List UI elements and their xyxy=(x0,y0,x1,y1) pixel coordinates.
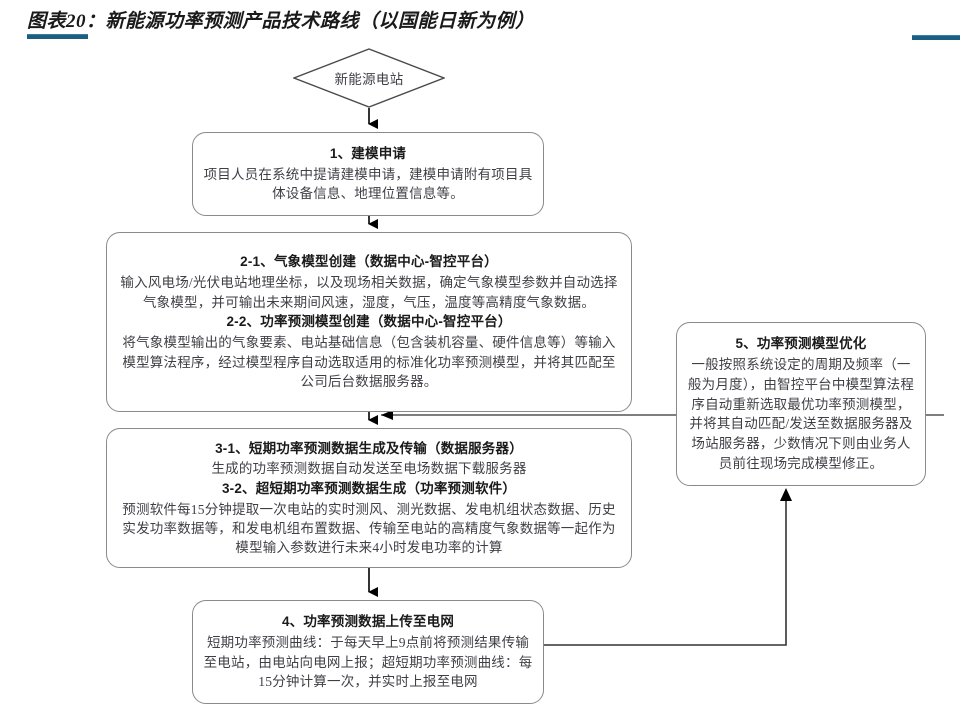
flow-node-5[interactable]: 5、功率预测模型优化 一般按照系统设定的周期及频率（一般为月度），由智控平台中模… xyxy=(676,322,926,486)
flow-node-start[interactable]: 新能源电站 xyxy=(293,48,445,108)
flow-node-1[interactable]: 1、建模申请 项目人员在系统中提请建模申请，建模申请附有项目具体设备信息、地理位… xyxy=(192,132,544,216)
flow-node-2-body-1: 输入风电场/光伏电站地理坐标，以及现场相关数据，确定气象模型参数并自动选择气象模… xyxy=(120,275,618,310)
flow-node-5-heading: 5、功率预测模型优化 xyxy=(735,336,867,351)
flow-node-3-heading-1: 3-1、短期功率预测数据生成及传输（数据服务器） xyxy=(215,440,523,456)
flow-node-5-body: 一般按照系统设定的周期及频率（一般为月度），由智控平台中模型算法程序自动重新选取… xyxy=(687,356,915,472)
chart-header: 图表20：新能源功率预测产品技术路线（以国能日新为例） xyxy=(0,0,960,44)
diamond-shape xyxy=(293,48,445,108)
flow-node-3-body-2: 预测软件每15分钟提取一次电站的实时测风、测光数据、发电机组状态数据、历史实发功… xyxy=(122,501,616,556)
flow-node-2-heading-2: 2-2、功率预测模型创建（数据中心-智控平台） xyxy=(226,314,512,330)
accent-rule-left xyxy=(27,34,88,39)
flow-node-4[interactable]: 4、功率预测数据上传至电网 短期功率预测曲线：于每天早上9点前将预测结果传输至电… xyxy=(192,600,544,704)
flow-node-2[interactable]: 2-1、气象模型创建（数据中心-智控平台） 输入风电场/光伏电站地理坐标，以及现… xyxy=(106,232,632,412)
flow-node-2-body-2: 将气象模型输出的气象要素、电站基础信息（包含装机容量、硬件信息等）等输入模型算法… xyxy=(122,335,616,390)
flow-node-2-heading-1: 2-1、气象模型创建（数据中心-智控平台） xyxy=(240,254,498,270)
flow-node-3[interactable]: 3-1、短期功率预测数据生成及传输（数据服务器） 生成的功率预测数据自动发送至电… xyxy=(106,428,632,568)
flow-node-3-body-1: 生成的功率预测数据自动发送至电场数据下载服务器 xyxy=(211,461,527,477)
flow-node-1-body: 项目人员在系统中提请建模申请，建模申请附有项目具体设备信息、地理位置信息等。 xyxy=(203,166,533,202)
flow-node-4-body: 短期功率预测曲线：于每天早上9点前将预测结果传输至电站，由电站向电网上报；超短期… xyxy=(203,635,533,690)
flow-node-4-heading: 4、功率预测数据上传至电网 xyxy=(281,614,455,630)
flow-node-3-heading-2: 3-2、超短期功率预测数据生成（功率预测软件） xyxy=(221,481,517,497)
page-title: 图表20：新能源功率预测产品技术路线（以国能日新为例） xyxy=(27,11,535,32)
flow-node-start-label: 新能源电站 xyxy=(334,72,404,87)
flow-node-1-heading: 1、建模申请 xyxy=(329,145,407,161)
accent-rule-right xyxy=(912,35,960,40)
